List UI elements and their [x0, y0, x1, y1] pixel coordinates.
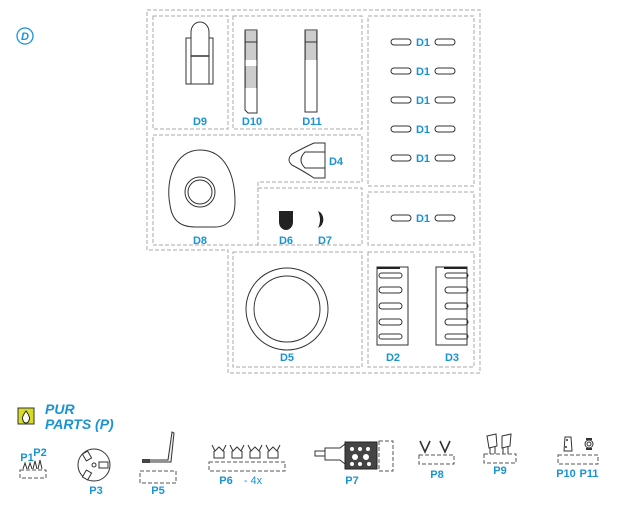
label-p10: P10 [556, 468, 576, 480]
part-p11-drawing [584, 438, 594, 450]
part-d8-drawing [168, 149, 236, 228]
section-d-badge: D [16, 27, 34, 45]
svg-text:D1: D1 [416, 37, 430, 49]
label-p1: P1 [20, 452, 33, 464]
part-d2-drawing [376, 266, 409, 346]
drop-icon [21, 410, 31, 424]
part-d1-row: D1 [390, 37, 456, 49]
label-d2: D2 [386, 352, 400, 364]
part-p8-drawing [418, 440, 455, 465]
part-d1-row: D1 [390, 95, 456, 107]
part-d5-drawing [245, 267, 329, 351]
part-p1-p2-drawing [19, 459, 47, 479]
label-p9: P9 [493, 465, 506, 477]
part-d10-drawing [244, 29, 258, 114]
label-p6: P6 [219, 475, 232, 487]
frame-d6-d7 [257, 187, 363, 246]
part-d6-drawing [279, 211, 293, 230]
label-p7: P7 [345, 475, 358, 487]
label-d8: D8 [193, 235, 207, 247]
outer-frame [146, 9, 481, 374]
label-p2: P2 [33, 447, 46, 459]
part-d4-drawing [288, 142, 326, 179]
label-p5: P5 [151, 485, 164, 497]
frame-d5 [232, 251, 363, 368]
part-p7-drawing [314, 440, 394, 472]
frame-d2-d3 [367, 251, 475, 368]
part-p5-drawing [139, 431, 177, 484]
part-d1-row: D1 [390, 153, 456, 165]
frame-d10-d11 [232, 15, 363, 130]
part-d9-drawing [185, 21, 214, 85]
svg-text:D1: D1 [416, 153, 430, 165]
label-p3: P3 [89, 485, 102, 497]
part-p3-drawing [77, 448, 111, 482]
part-d11-drawing [304, 29, 318, 113]
svg-text:D: D [21, 31, 29, 43]
part-d7-drawing [318, 211, 324, 228]
pur-badge [17, 407, 35, 425]
part-p9-drawing [483, 433, 517, 464]
svg-text:D1: D1 [416, 124, 430, 136]
label-p11: P11 [580, 468, 599, 480]
label-d3: D3 [445, 352, 459, 364]
part-p6-drawing [208, 444, 286, 472]
part-d1-single: D1 [390, 213, 456, 225]
label-p8: P8 [430, 469, 443, 481]
svg-text:D1: D1 [416, 95, 430, 107]
label-p6-quantity: - 4x [244, 475, 263, 487]
pur-title-line1: PUR [45, 401, 75, 417]
label-d7: D7 [318, 235, 332, 247]
part-p10-drawing [563, 436, 573, 452]
part-d1-row: D1 [390, 124, 456, 136]
frame-d9 [152, 15, 229, 130]
part-d1-row: D1 [390, 66, 456, 78]
frame-d1-single [367, 191, 475, 246]
label-d9: D9 [193, 116, 207, 128]
p10-p11-base [557, 454, 599, 465]
part-d3-drawing [435, 266, 469, 346]
svg-text:D1: D1 [416, 213, 430, 225]
label-d6: D6 [279, 235, 293, 247]
pur-title-line2: PARTS (P) [45, 416, 114, 432]
label-d10: D10 [242, 116, 262, 128]
svg-text:D1: D1 [416, 66, 430, 78]
label-d11: D11 [302, 116, 322, 128]
label-d4: D4 [329, 156, 344, 168]
label-d5: D5 [280, 352, 294, 364]
